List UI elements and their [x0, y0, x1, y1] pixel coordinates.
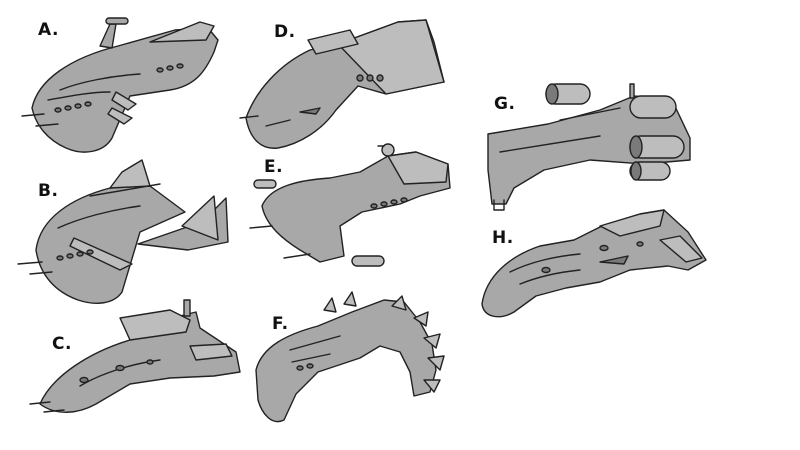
ship-b [17, 159, 229, 304]
ship-e [249, 143, 451, 267]
label-h: H. [492, 228, 514, 248]
label-g: G. [494, 94, 516, 114]
label-d: D. [274, 22, 296, 42]
ship-h [481, 209, 707, 318]
label-a: A. [38, 20, 59, 40]
ship-c [29, 299, 241, 413]
ship-d [239, 19, 445, 149]
ship-f [255, 291, 445, 423]
ship-g [487, 83, 691, 211]
label-b: B. [38, 181, 59, 201]
label-e: E. [264, 157, 284, 177]
ship-a [21, 17, 219, 153]
label-f: F. [272, 314, 289, 334]
label-c: C. [52, 334, 72, 354]
